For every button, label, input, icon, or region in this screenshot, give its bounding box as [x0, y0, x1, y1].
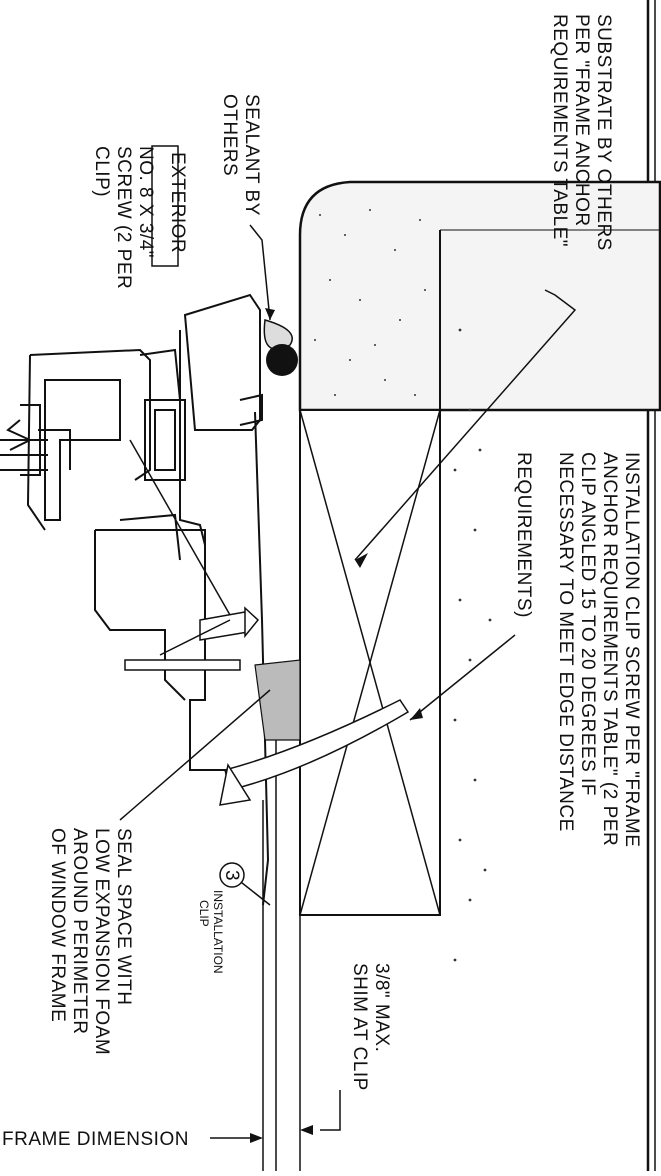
- label-installation-clip: INSTALLATION CLIP: [197, 890, 225, 974]
- screw-line-2: SCREW (2 PER: [113, 146, 134, 289]
- expansion-foam: [254, 659, 301, 741]
- label-screw: NO. 8 X 3/4" SCREW (2 PER CLIP): [91, 146, 156, 289]
- seal-space-line-4: OF WINDOW FRAME: [47, 828, 68, 1022]
- label-shim: 3/8" MAX. SHIM AT CLIP: [349, 963, 392, 1091]
- substrate-line-1: SUBSTRATE BY OTHERS: [593, 14, 614, 251]
- sealant-line-2: OTHERS: [219, 94, 240, 176]
- clip-screw-line-1: INSTALLATION CLIP SCREW PER "FRAME: [621, 452, 642, 847]
- clip-screws: [124, 606, 410, 806]
- label-substrate: SUBSTRATE BY OTHERS PER "FRAME ANCHOR RE…: [549, 14, 614, 251]
- dimension-arrows: [250, 308, 423, 1143]
- label-exterior: EXTERIOR: [151, 145, 188, 267]
- concrete-stipple: [314, 209, 492, 962]
- label-seal-space: SEAL SPACE WITH LOW EXPANSION FOAM AROUN…: [47, 828, 134, 1055]
- seal-space-line-2: LOW EXPANSION FOAM: [91, 828, 112, 1055]
- clip-screw-line-5: REQUIREMENTS): [513, 452, 534, 618]
- sealant-bead: [263, 319, 298, 376]
- frame-dimension-lines: [262, 720, 301, 1171]
- substrate-line-3: REQUIREMENTS TABLE": [549, 14, 570, 247]
- detail-callout: 3: [219, 862, 245, 888]
- window-frame-profile: [20, 293, 270, 906]
- glazing: [0, 419, 48, 471]
- installation-clip-line-1: INSTALLATION: [211, 890, 225, 974]
- shim-line-1: 3/8" MAX.: [371, 963, 392, 1052]
- detail-number: 3: [221, 870, 242, 881]
- substrate-line-2: PER "FRAME ANCHOR: [571, 14, 592, 227]
- clip-screw-line-2: ANCHOR REQUIREMENTS TABLE" (2 PER: [599, 452, 620, 846]
- screw-line-1: NO. 8 X 3/4": [135, 146, 156, 258]
- shim-line-2: SHIM AT CLIP: [349, 963, 370, 1091]
- substrate-wall: [298, 180, 661, 916]
- frame-dimension-text: FRAME DIMENSION: [2, 1129, 189, 1150]
- screw-line-3: CLIP): [91, 146, 112, 197]
- exterior-text: EXTERIOR: [167, 152, 188, 253]
- clip-screw-line-4: NECESSARY TO MEET EDGE DISTANCE: [555, 452, 576, 832]
- installation-clip-line-2: CLIP: [197, 900, 211, 927]
- leader-lines: [119, 224, 577, 1139]
- clip-screw-line-3: CLIP ANGLED 15 TO 20 DEGREES IF: [577, 452, 598, 796]
- seal-space-line-1: SEAL SPACE WITH: [113, 828, 134, 1005]
- label-clip-screw: INSTALLATION CLIP SCREW PER "FRAME ANCHO…: [513, 452, 642, 847]
- sealant-line-1: SEALANT BY: [241, 94, 262, 216]
- sheet-border: [646, 0, 656, 1171]
- seal-space-line-3: AROUND PERIMETER: [69, 828, 90, 1034]
- label-frame-dimension: FRAME DIMENSION: [2, 1129, 189, 1150]
- label-sealant: SEALANT BY OTHERS: [219, 94, 262, 216]
